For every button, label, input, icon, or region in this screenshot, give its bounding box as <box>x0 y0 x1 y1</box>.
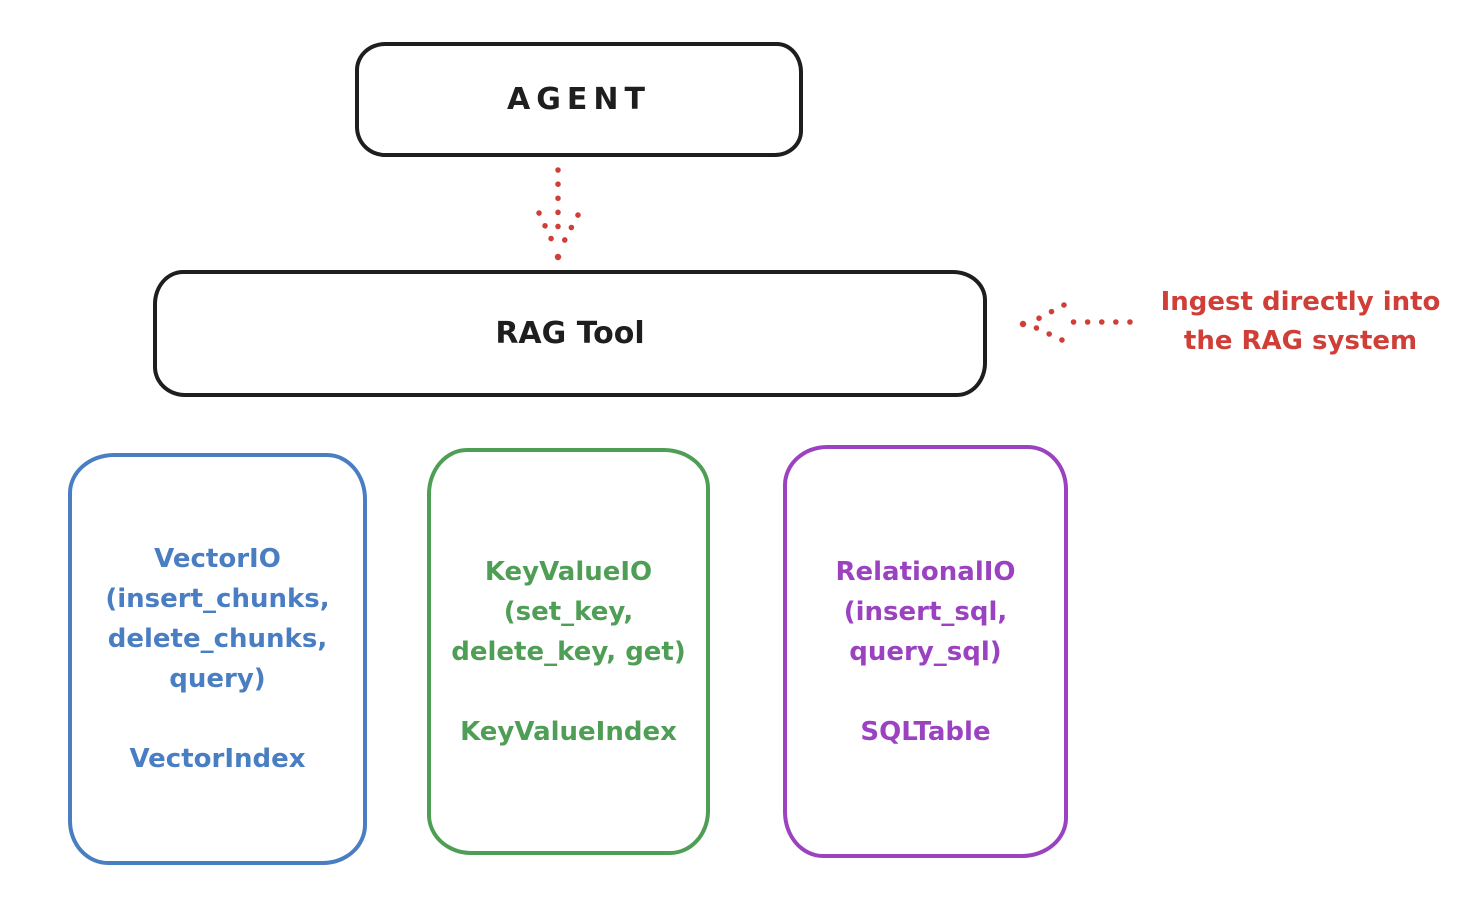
rag-tool-node: RAG Tool <box>153 270 987 397</box>
keyvalue-io-index-label: KeyValueIndex <box>460 716 677 747</box>
ingest-arrow-icon <box>1019 302 1133 343</box>
relational-io-title: RelationalIO <box>835 556 1016 587</box>
relational-io-methods-line-2: query_sql) <box>849 636 1002 667</box>
keyvalue-io-methods-line-1: (set_key, <box>503 596 634 627</box>
ingest-annotation: Ingest directly into the RAG system <box>1128 283 1473 361</box>
vector-io-methods-line-2: delete_chunks, <box>107 624 328 654</box>
vector-io-methods-line-1: (insert_chunks, <box>105 584 330 614</box>
ingest-annotation-line-1: Ingest directly into <box>1160 287 1441 317</box>
relational-io-index-label: SQLTable <box>860 716 991 747</box>
relational-io-node: RelationalIO (insert_sql, query_sql) SQL… <box>783 445 1068 858</box>
relational-io-methods-line-1: (insert_sql, <box>843 596 1008 627</box>
agent-to-rag-tool-arrow-icon <box>536 167 581 261</box>
rag-tool-label: RAG Tool <box>495 316 645 351</box>
keyvalue-io-methods-line-2: delete_key, get) <box>451 636 686 667</box>
keyvalue-io-node: KeyValueIO (set_key, delete_key, get) Ke… <box>427 448 710 855</box>
agent-node: AGENT <box>355 42 803 157</box>
vector-io-index-label: VectorIndex <box>129 744 306 774</box>
vector-io-title: VectorIO <box>154 544 281 574</box>
agent-label: AGENT <box>507 82 651 117</box>
keyvalue-io-title: KeyValueIO <box>484 556 653 587</box>
ingest-annotation-line-2: the RAG system <box>1183 326 1418 356</box>
vector-io-methods-line-3: query) <box>169 664 266 694</box>
vector-io-node: VectorIO (insert_chunks, delete_chunks, … <box>68 453 367 865</box>
